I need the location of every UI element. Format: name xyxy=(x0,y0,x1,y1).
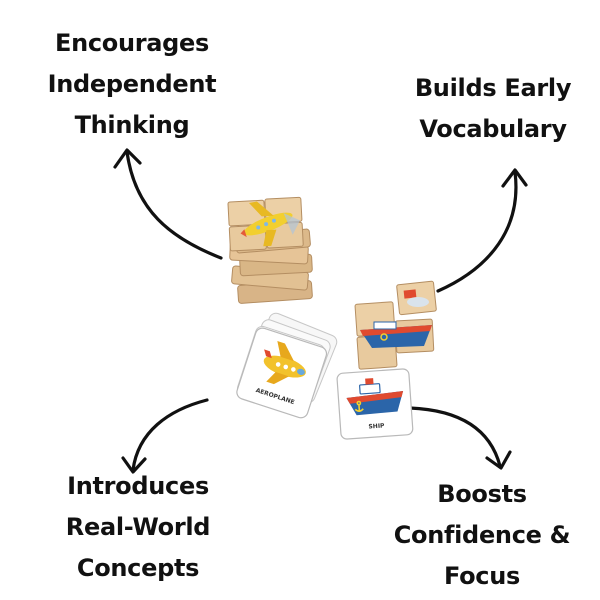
benefit-independent-thinking: Encourages Independent Thinking xyxy=(32,23,232,146)
arrow-to-top-right xyxy=(436,170,518,293)
benefit-line: Concepts xyxy=(76,554,200,582)
benefit-line: Real-World xyxy=(65,513,211,541)
benefit-line: Thinking xyxy=(74,111,190,139)
ship-puzzle-tiles xyxy=(354,280,437,370)
anchor-icon xyxy=(354,400,364,412)
benefit-early-vocabulary: Builds Early Vocabulary xyxy=(398,68,588,150)
arrow-head-top-left xyxy=(113,148,142,169)
benefit-line: Builds Early xyxy=(414,74,572,102)
benefit-line: Encourages xyxy=(54,29,210,57)
benefit-real-world-concepts: Introduces Real-World Concepts xyxy=(38,466,238,589)
ship-flash-card: SHIP xyxy=(336,368,414,440)
arrow-to-bottom-right xyxy=(408,406,502,468)
arrow-head-bottom-right xyxy=(485,450,512,470)
aeroplane-flash-cards: AEROPLANE xyxy=(236,312,338,419)
benefit-line: Independent xyxy=(47,70,217,98)
benefit-line: Introduces xyxy=(67,472,209,500)
arrow-head-top-right xyxy=(501,168,528,188)
arrows xyxy=(113,148,528,474)
wooden-tile-stack xyxy=(227,196,313,304)
benefit-line: Vocabulary xyxy=(419,115,567,143)
benefit-confidence-focus: Boosts Confidence & Focus xyxy=(382,474,582,597)
card-label-ship: SHIP xyxy=(368,422,385,430)
arrow-head-bottom-left xyxy=(121,456,147,474)
arrow-to-top-left xyxy=(125,150,223,260)
benefit-line: Focus xyxy=(443,562,520,590)
benefit-line: Confidence & xyxy=(393,521,571,549)
benefit-line: Boosts xyxy=(437,480,527,508)
arrow-to-bottom-left xyxy=(131,398,209,472)
